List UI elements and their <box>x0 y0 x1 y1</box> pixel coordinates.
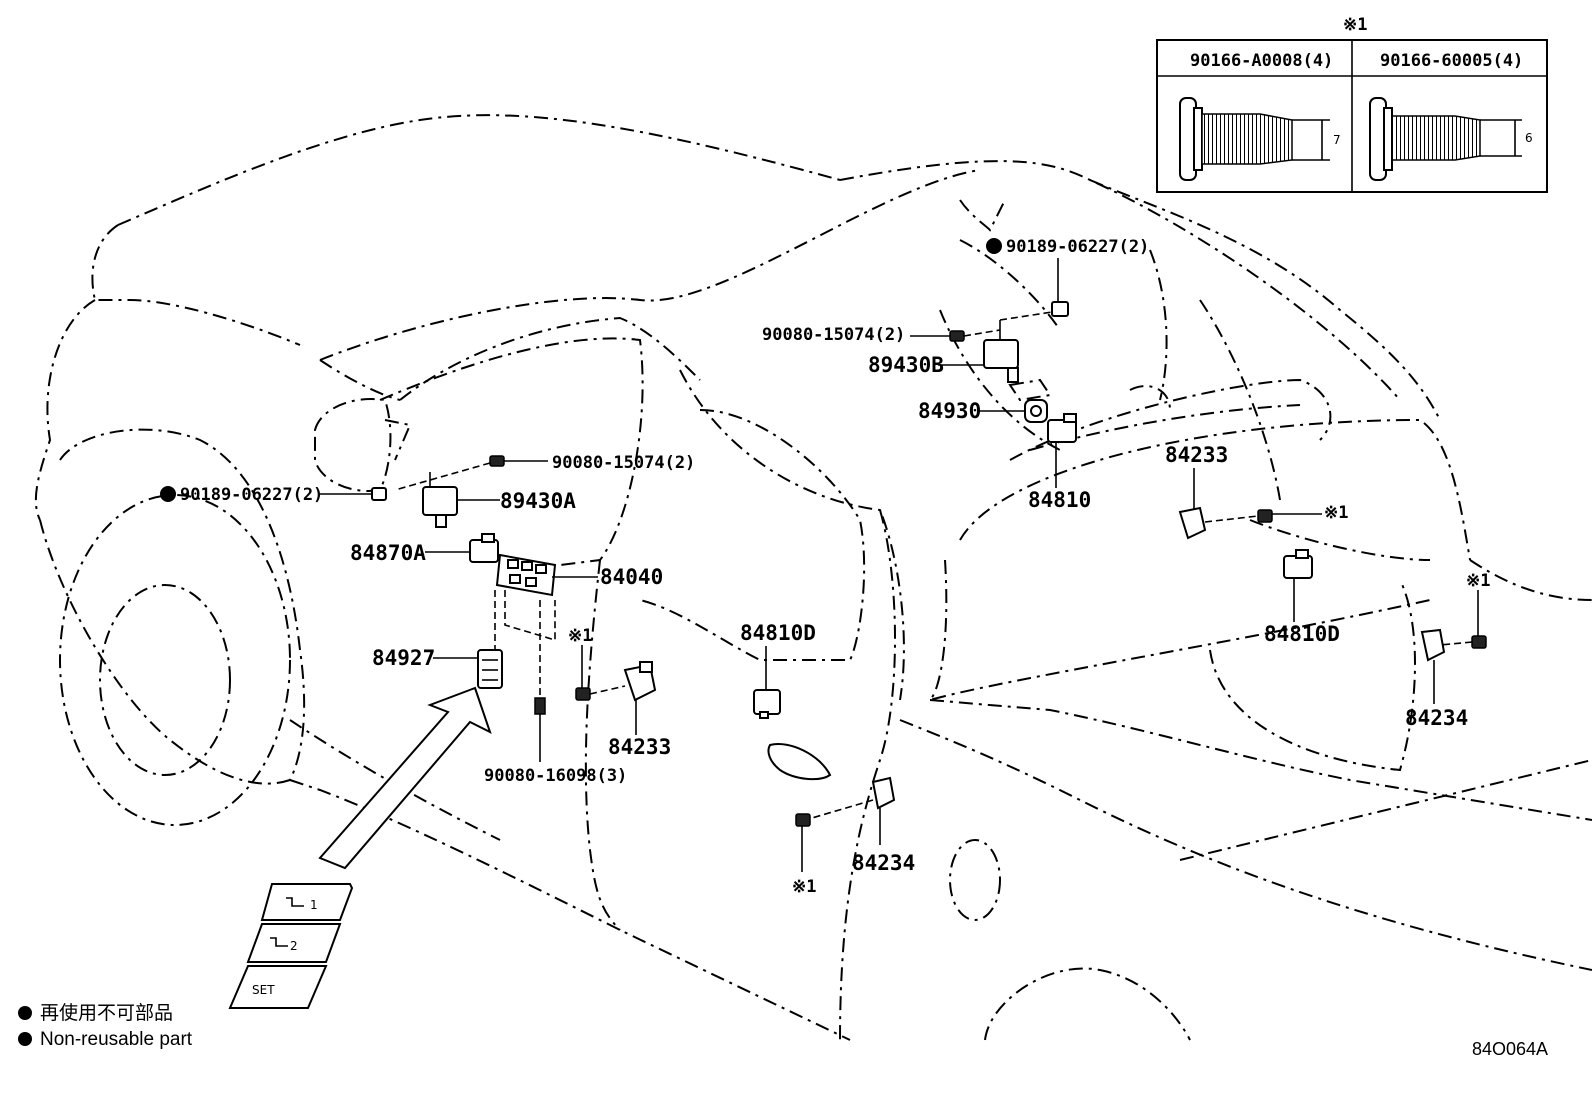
door-sensor-icon <box>1420 628 1446 662</box>
sensor-module-icon <box>983 320 1019 383</box>
screw-icon: 7 <box>1179 97 1341 181</box>
bolt-icon <box>489 455 505 467</box>
door-sensor-icon <box>623 661 657 702</box>
label-84040: 84040 <box>600 565 663 589</box>
screw-code-1: 90166-A0008(4) <box>1190 51 1333 71</box>
nut-icon <box>371 487 387 501</box>
label-84233-right: 84233 <box>1165 443 1228 467</box>
seat-memory-switch-panel: 1 2 SET <box>228 883 354 1009</box>
power-window-switch-icon <box>495 553 557 597</box>
label-90080-15074-a: 90080-15074(2) <box>552 453 695 473</box>
ref-mark-2: ※1 <box>1324 503 1348 523</box>
label-90080-15074-b: 90080-15074(2) <box>762 325 905 345</box>
legend: 再使用不可部品 Non-reusable part <box>18 1002 193 1050</box>
screw-icon <box>1471 635 1487 649</box>
screw-icon: 6 <box>1369 97 1533 181</box>
screw-dim-1: 7 <box>1333 133 1341 147</box>
door-sensor-icon <box>871 776 896 810</box>
legend-jp: 再使用不可部品 <box>40 1002 173 1024</box>
screw-dim-2: 6 <box>1525 131 1533 145</box>
ref-mark-3: ※1 <box>1466 571 1490 591</box>
sensor-module-icon <box>422 472 458 528</box>
vehicle-outline <box>34 114 1592 1041</box>
screw-reference-table: ※1 90166-A0008(4) 90166-60005(4) 7 6 <box>1156 15 1548 193</box>
label-84810D-left: 84810D <box>740 621 816 645</box>
door-courtesy-switch-icon <box>1047 413 1077 443</box>
front-left-components: 90080-15074(2) 90189-06227(2) 89430A 848… <box>160 453 816 1009</box>
bolt-icon <box>949 330 965 342</box>
diagram-code: 84O064A <box>1472 1039 1548 1059</box>
switch-bezel-icon <box>477 649 503 689</box>
screw-icon <box>534 697 546 715</box>
rear-components: 90189-06227(2) 90080-15074(2) 89430B 849… <box>762 237 1490 897</box>
label-84234-right: 84234 <box>1405 706 1468 730</box>
seat-memory-2-label: 2 <box>290 939 298 953</box>
legend-en: Non-reusable part <box>40 1029 193 1050</box>
label-89430A: 89430A <box>500 489 576 513</box>
label-90189-06227-b: 90189-06227(2) <box>1006 237 1149 257</box>
table-ref-mark: ※1 <box>1343 15 1367 35</box>
nut-icon <box>1051 301 1069 317</box>
door-courtesy-switch-icon <box>1283 549 1313 579</box>
label-84930: 84930 <box>918 399 981 423</box>
switch-icon <box>469 533 499 563</box>
label-89430B: 89430B <box>868 353 944 377</box>
arrow-icon <box>318 686 492 870</box>
screw-code-2: 90166-60005(4) <box>1380 51 1523 71</box>
door-courtesy-switch-icon <box>753 689 781 719</box>
label-90080-16098: 90080-16098(3) <box>484 766 627 786</box>
label-84233-left: 84233 <box>608 735 671 759</box>
connector-icon <box>1024 399 1048 423</box>
ref-mark-4: ※1 <box>792 877 816 897</box>
seat-memory-1-label: 1 <box>310 898 318 912</box>
screw-icon <box>1257 509 1273 523</box>
label-84234-left: 84234 <box>852 851 915 875</box>
screw-icon <box>795 813 811 827</box>
label-84870A: 84870A <box>350 541 426 565</box>
screw-icon <box>575 687 591 701</box>
label-90189-06227-a: 90189-06227(2) <box>180 485 323 505</box>
label-84810D-right: 84810D <box>1264 622 1340 646</box>
door-sensor-icon <box>1178 506 1207 540</box>
label-84927: 84927 <box>372 646 435 670</box>
ref-mark-1: ※1 <box>568 626 592 646</box>
seat-memory-set-label: SET <box>252 983 275 997</box>
label-84810: 84810 <box>1028 488 1091 512</box>
